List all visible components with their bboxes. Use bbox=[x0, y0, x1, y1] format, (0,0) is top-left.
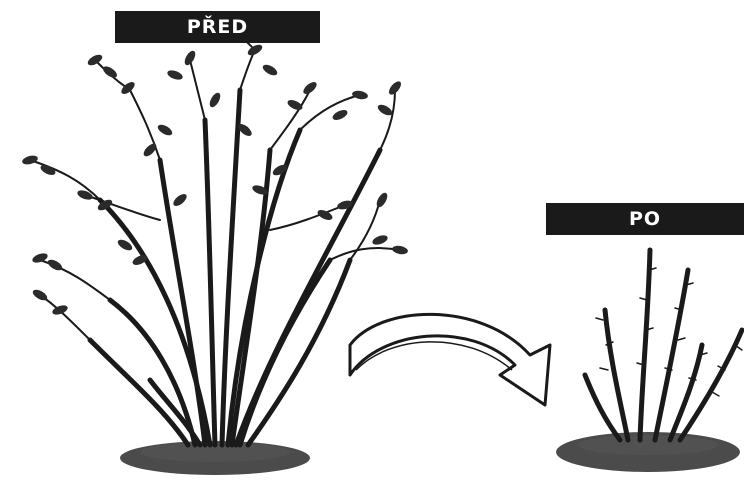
after-label: PO bbox=[546, 203, 744, 235]
bush-after bbox=[585, 250, 742, 440]
ground-right bbox=[556, 432, 740, 472]
before-label: PŘED bbox=[115, 11, 320, 43]
curved-right-arrow-icon bbox=[350, 314, 550, 405]
bush-before bbox=[30, 30, 400, 445]
bush-before-leaves bbox=[21, 26, 408, 317]
